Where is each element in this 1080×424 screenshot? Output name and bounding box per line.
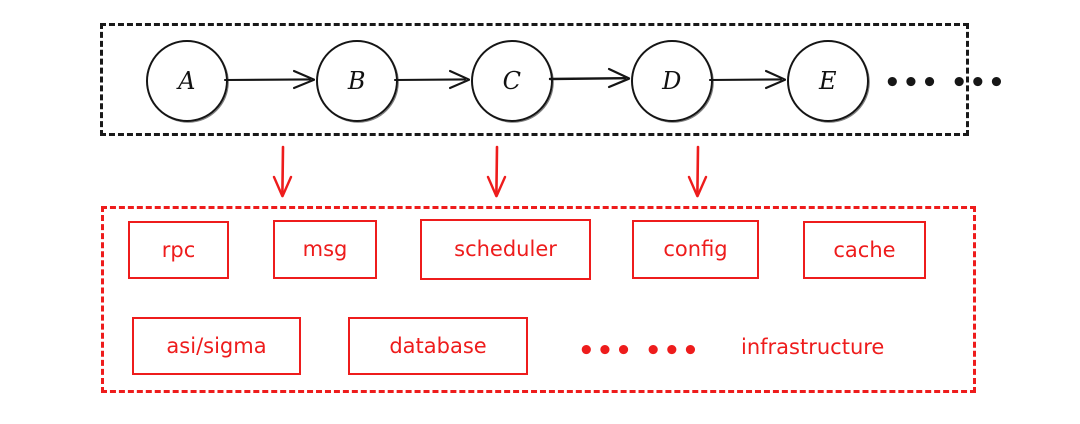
infrastructure-caption: infrastructure (741, 335, 885, 359)
component-box-scheduler[interactable]: scheduler (420, 219, 591, 280)
component-label-config: config (663, 237, 728, 261)
component-label-scheduler: scheduler (454, 237, 557, 261)
infrastructure-row-ellipsis: ••• ••• (578, 336, 701, 366)
service-node-a-label: A (178, 67, 196, 95)
service-node-c-label: C (502, 67, 522, 95)
connector-arrow-to-msg (268, 145, 298, 198)
service-node-e-label: E (818, 67, 838, 95)
component-label-cache: cache (833, 237, 896, 262)
service-node-b-label: B (347, 67, 367, 95)
service-node-a[interactable]: A (146, 40, 228, 122)
service-node-c[interactable]: C (471, 40, 553, 122)
component-label-database: database (389, 333, 487, 358)
component-box-rpc[interactable]: rpc (128, 221, 229, 279)
service-node-d-label: D (662, 67, 682, 95)
upper-service-layer-box (100, 23, 969, 136)
service-node-e[interactable]: E (787, 40, 869, 122)
component-label-rpc: rpc (161, 237, 196, 262)
component-box-msg[interactable]: msg (273, 220, 377, 279)
connector-arrow-to-config (683, 145, 713, 198)
component-box-database[interactable]: database (348, 317, 528, 375)
upper-layer-ellipsis: ••• ••• (884, 68, 1007, 98)
service-node-d[interactable]: D (631, 40, 713, 122)
component-box-cache[interactable]: cache (803, 221, 926, 279)
connector-arrow-to-scheduler (482, 145, 512, 198)
service-node-b[interactable]: B (316, 40, 398, 122)
component-box-config[interactable]: config (632, 220, 759, 279)
infrastructure-layer-box (101, 206, 976, 393)
component-label-msg: msg (302, 237, 348, 261)
component-label-asi-sigma: asi/sigma (166, 333, 267, 358)
component-box-asi-sigma[interactable]: asi/sigma (132, 317, 301, 375)
